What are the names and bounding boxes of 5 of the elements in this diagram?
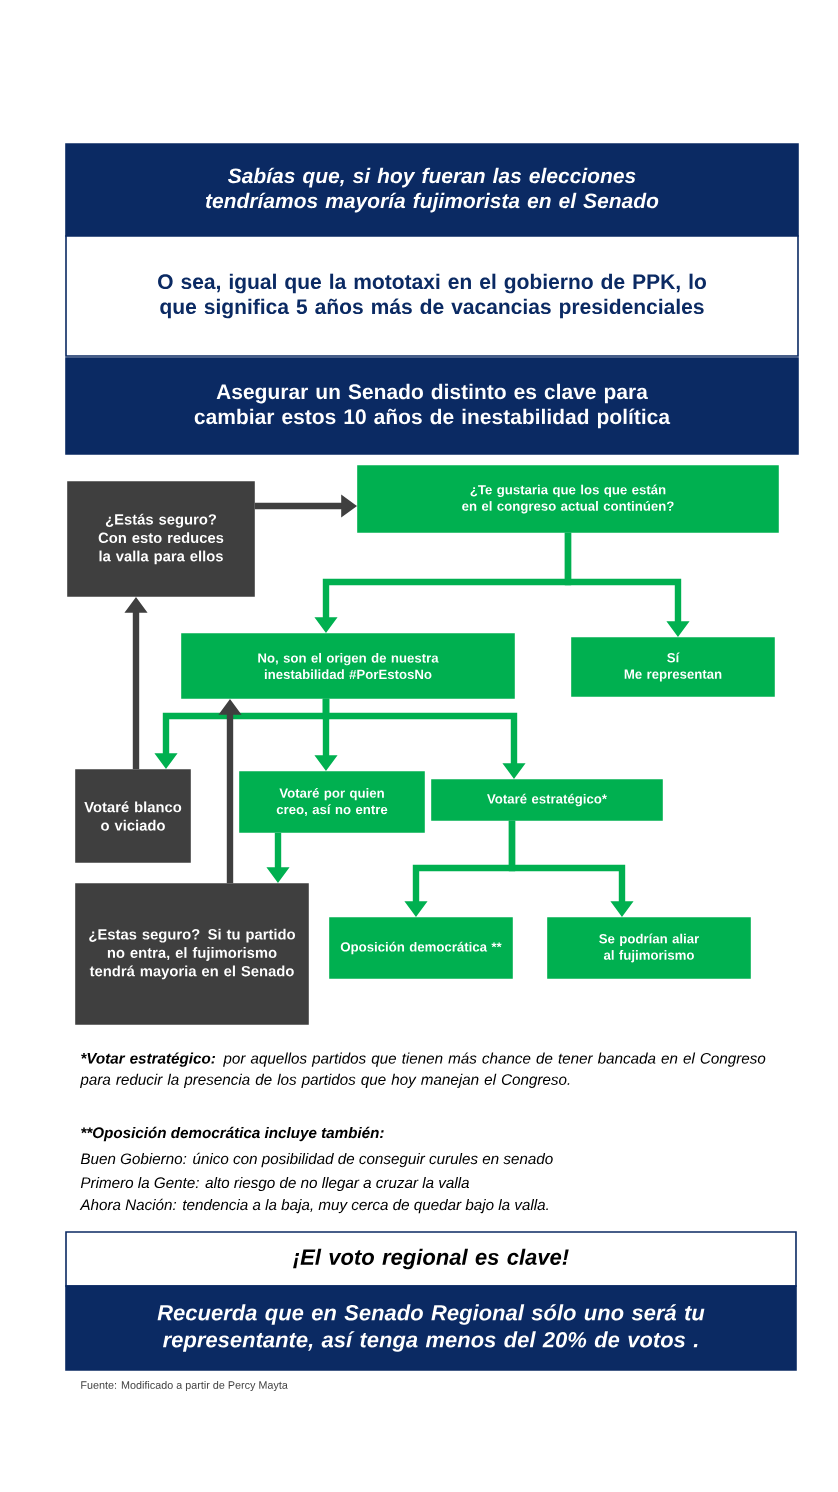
callout-box: ¡El voto regional es clave! xyxy=(65,1231,797,1287)
heading-banner: Sabías que, si hoy fueran las elecciones tendríamos mayoría fujimorista en el Senado xyxy=(65,143,799,237)
text-banner: O sea, igual que la mototaxi en el gobierno de PPK, lo que significa 5 años más de vacancias presidenciales xyxy=(65,235,799,357)
banner: Recuerda que en Senado Regional sólo uno será tu representante, así tenga menos del 20% de votos . xyxy=(65,1285,797,1371)
heading-banner: Asegurar un Senado distinto es clave para cambiar estos 10 años de inestabilidad política xyxy=(65,357,799,455)
